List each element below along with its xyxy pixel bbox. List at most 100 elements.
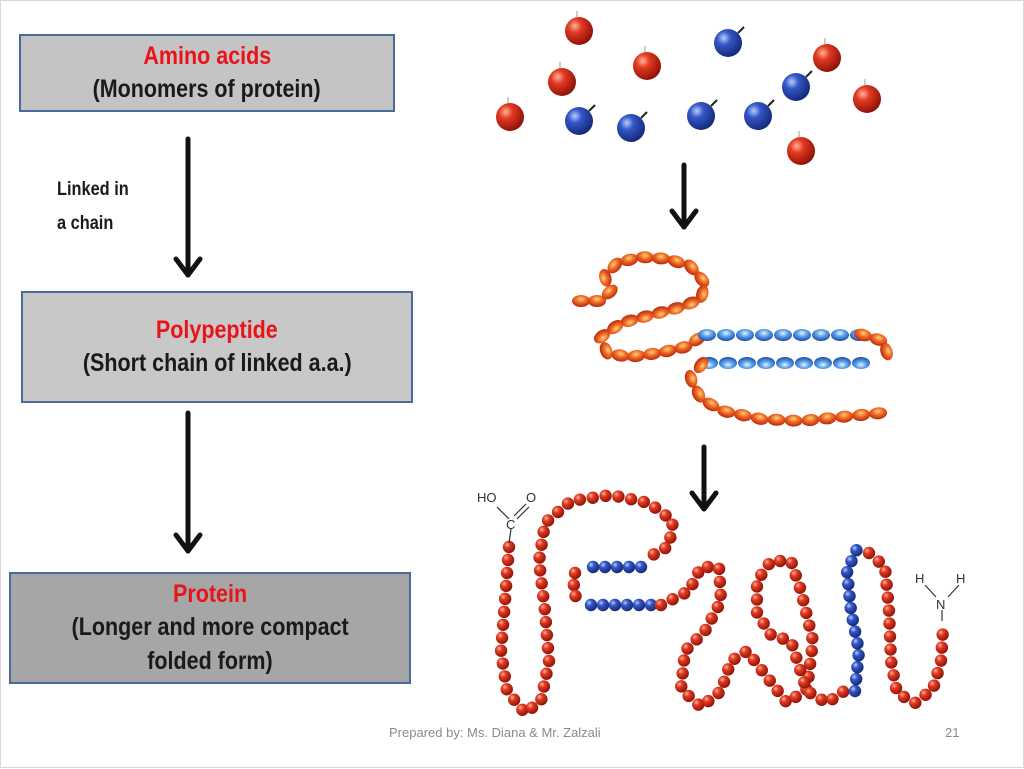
red-monomer <box>853 79 881 113</box>
chain-bead <box>694 271 710 288</box>
chain-bead <box>835 410 854 423</box>
chain-bead <box>610 560 624 574</box>
chain-bead <box>722 663 735 676</box>
chain-bead <box>682 296 700 310</box>
red-monomer <box>548 62 576 96</box>
chain-bead <box>692 566 705 579</box>
polypeptide-title: Polypeptide <box>156 316 278 344</box>
chain-bead <box>851 637 864 650</box>
chain-bead <box>658 541 672 555</box>
red-monomer <box>813 38 841 72</box>
chain-bead <box>535 538 548 551</box>
nitrogen-label: N <box>936 597 945 612</box>
chain-bead <box>750 412 769 425</box>
chain-bead <box>495 631 509 644</box>
chain-bead <box>869 333 888 346</box>
chain-bead <box>702 694 715 708</box>
chain-bead <box>501 553 515 567</box>
chain-bead <box>800 606 813 620</box>
chain-bead <box>774 329 792 341</box>
chain-bead <box>713 575 727 589</box>
chain-bead <box>934 654 948 667</box>
chain-bead <box>852 648 865 662</box>
chain-bead <box>636 310 654 323</box>
chain-bead <box>647 548 660 561</box>
chain-bead <box>705 612 718 625</box>
chain-bead <box>879 565 892 578</box>
chain-bead <box>852 408 871 422</box>
chain-bead <box>767 413 786 426</box>
chain-bead <box>734 409 752 422</box>
chain-bead <box>664 531 677 544</box>
chain-bead <box>784 414 803 427</box>
chain-bead <box>794 663 807 677</box>
chain-bead <box>494 644 508 657</box>
chain-bead <box>804 686 817 700</box>
chain-bead <box>763 674 776 687</box>
chain-bead <box>586 560 600 574</box>
protein-subtitle-line2: folded form) <box>147 647 273 675</box>
chain-bead <box>620 314 639 327</box>
chain-bead <box>541 641 555 655</box>
chain-bead <box>567 578 581 592</box>
chain-bead <box>622 560 636 574</box>
protein-title: Protein <box>172 580 248 608</box>
chain-bead <box>624 493 638 506</box>
side-label-line1: Linked in <box>57 179 129 200</box>
chain-bead <box>690 633 703 646</box>
chain-bead <box>818 412 837 425</box>
chain-bead <box>848 625 862 638</box>
chain-bead <box>644 598 658 612</box>
chain-bead <box>569 589 582 603</box>
chain-bead <box>498 592 512 606</box>
arrow-amino-to-polypeptide <box>173 136 203 278</box>
chain-bead <box>666 592 679 606</box>
chain-bead <box>599 268 612 287</box>
hydrogen-right-label: H <box>956 571 965 586</box>
chain-bead <box>568 566 582 580</box>
chain-bead <box>755 568 768 582</box>
chain-bead <box>919 688 932 701</box>
chain-bead <box>887 669 900 682</box>
carbon-label: C <box>506 517 515 532</box>
chain-bead <box>586 491 599 504</box>
chain-bead <box>678 587 691 600</box>
chain-bead <box>798 676 811 689</box>
oxygen-label: O <box>526 490 536 505</box>
chain-bead <box>627 349 646 363</box>
chain-bead <box>738 357 756 369</box>
amino-acids-box: Amino acids (Monomers of protein) <box>19 34 395 112</box>
chain-bead <box>561 497 575 510</box>
amino-acid-monomers <box>496 11 881 165</box>
chain-bead <box>854 328 872 342</box>
chain-bead <box>757 617 770 630</box>
chain-bead <box>862 546 876 560</box>
chain-bead <box>541 514 555 527</box>
chain-bead <box>537 680 551 693</box>
chain-bead <box>793 581 807 594</box>
chain-bead <box>836 685 850 698</box>
blue-monomer <box>617 111 648 142</box>
chain-bead <box>717 405 736 418</box>
folded-protein-illustration <box>494 489 949 716</box>
chain-bead <box>736 329 754 341</box>
chain-bead <box>500 566 514 580</box>
chain-bead <box>795 357 813 369</box>
chain-bead <box>497 605 511 619</box>
chain-bead <box>533 564 547 577</box>
chain-bead <box>667 255 686 269</box>
chain-bead <box>540 667 553 680</box>
amino-acids-subtitle: (Monomers of protein) <box>92 75 322 103</box>
chain-bead <box>620 598 634 612</box>
chain-bead <box>881 591 894 604</box>
chain-bead <box>620 253 639 267</box>
chain-bead <box>684 370 698 388</box>
chain-bead <box>502 540 516 554</box>
chain-bead <box>601 284 618 300</box>
blue-monomer <box>565 104 596 135</box>
chain-bead <box>805 644 818 658</box>
chain-bead <box>637 495 651 509</box>
chain-bead <box>814 357 832 369</box>
chain-bead <box>516 703 529 716</box>
side-label-line2: a chain <box>57 213 114 234</box>
